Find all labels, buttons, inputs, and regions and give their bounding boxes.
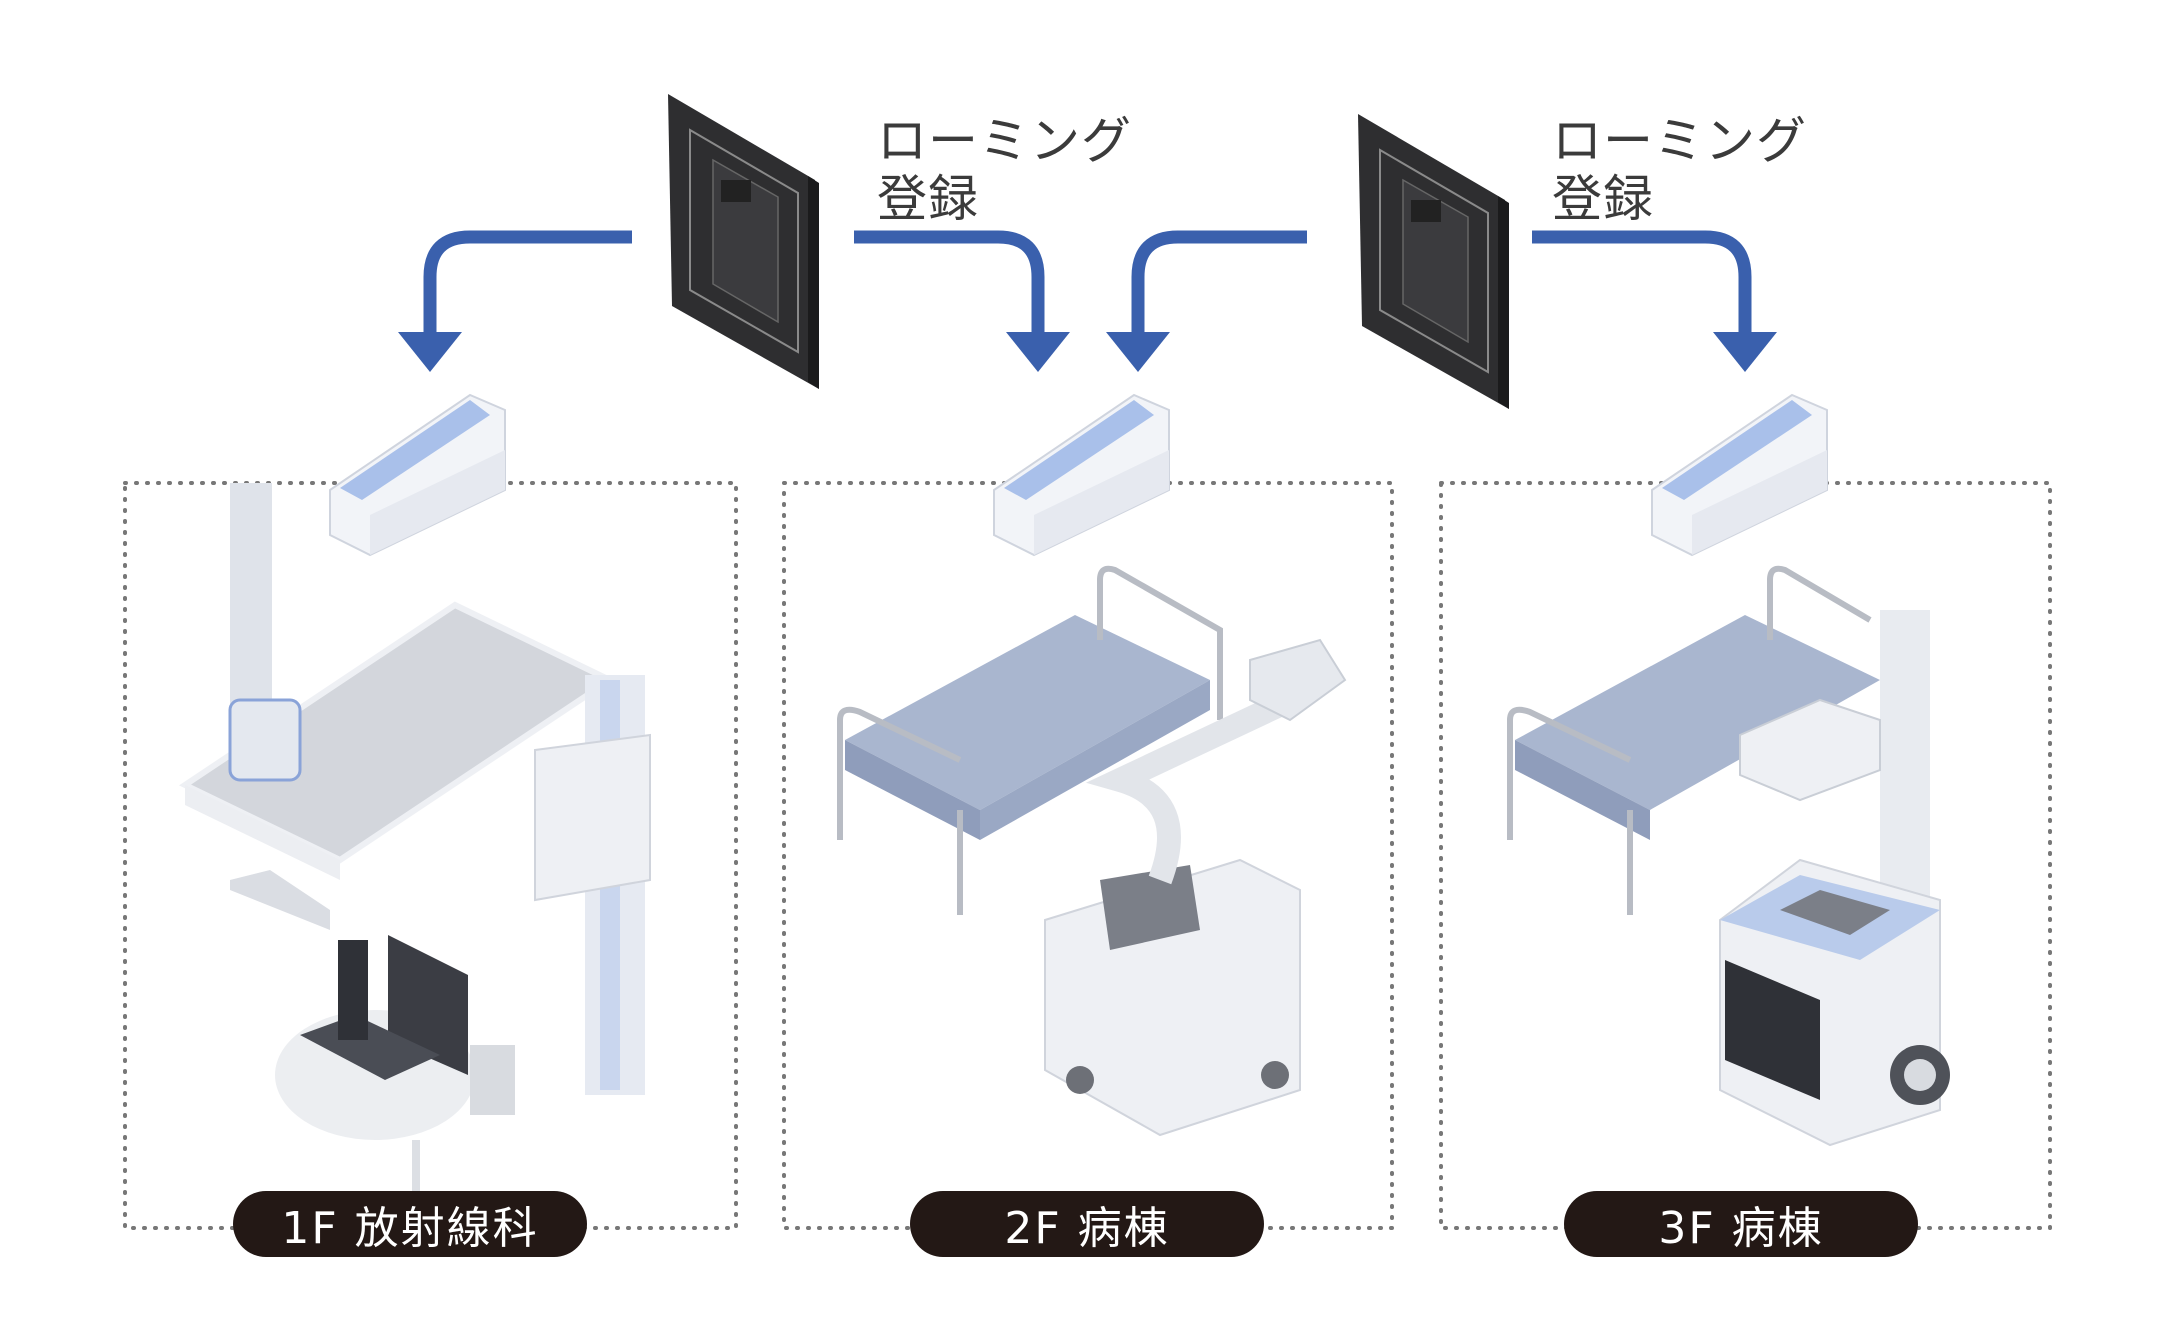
detector-panel-1	[668, 94, 819, 389]
registration-label-line2: 登録	[877, 170, 979, 228]
roaming-registration-label-1: ローミング 登録	[877, 112, 1132, 228]
roaming-label-line1: ローミング	[1552, 112, 1807, 170]
room-label-3f-ward: 3F 病棟	[1564, 1191, 1918, 1257]
roaming-arrow-1	[423, 230, 632, 335]
bed-2f	[837, 565, 1223, 915]
room-label-2f-ward: 2F 病棟	[910, 1191, 1264, 1257]
arrowhead-4	[1713, 332, 1777, 372]
arrowhead-1	[398, 332, 462, 372]
roaming-arrow-4	[1532, 230, 1752, 335]
charger-1	[329, 393, 506, 557]
arrowhead-2	[1006, 332, 1070, 372]
roaming-label-line1: ローミング	[877, 112, 1132, 170]
room-box-3f	[1439, 481, 2052, 1230]
roaming-arrow-2	[854, 230, 1045, 335]
roaming-registration-label-2: ローミング 登録	[1552, 112, 1807, 228]
arrowhead-3	[1106, 332, 1170, 372]
room-box-2f-1	[782, 481, 1394, 1230]
detector-panel-2	[1358, 114, 1509, 409]
charger-2	[993, 393, 1170, 557]
mobile-xray-2f	[1044, 638, 1347, 1137]
mobile-xray-3f	[1719, 610, 1950, 1147]
xray-table-equipment	[178, 483, 651, 1195]
charger-3	[1651, 393, 1828, 557]
bed-3f	[1507, 565, 1880, 915]
room-label-1f-radiology: 1F 放射線科	[233, 1191, 587, 1257]
registration-label-line2: 登録	[1552, 170, 1654, 228]
roaming-arrow-3	[1131, 230, 1307, 335]
